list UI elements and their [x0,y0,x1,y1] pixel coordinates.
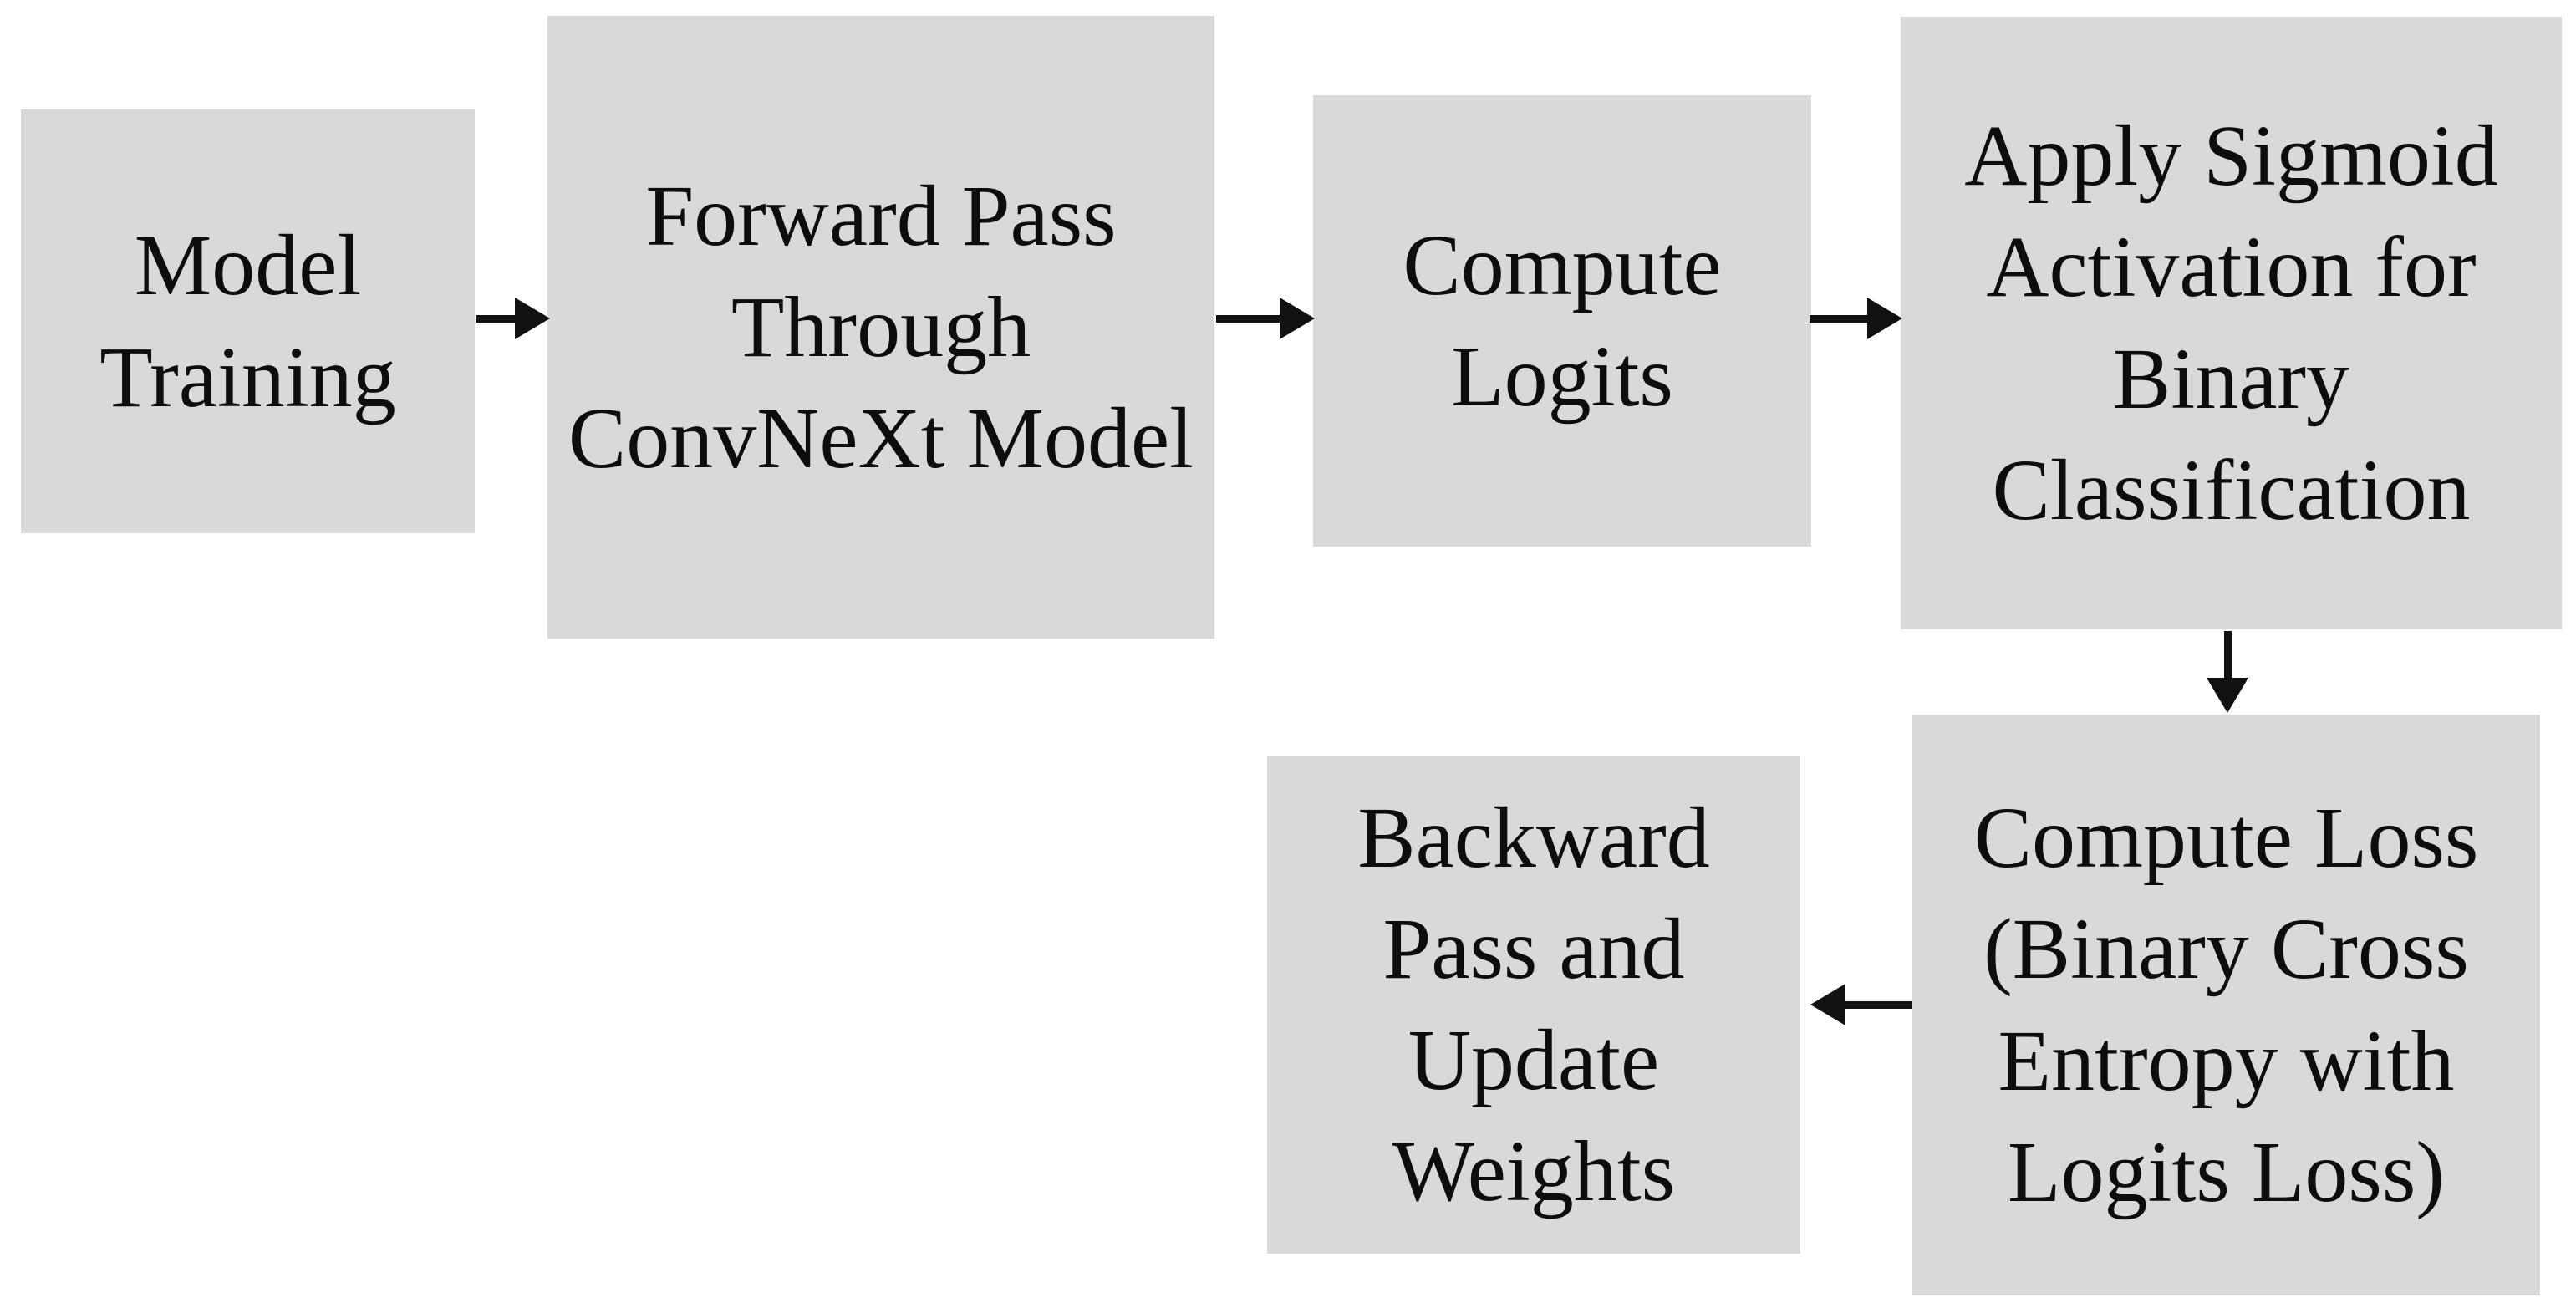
arrow-forward-pass-to-compute-logits [1216,315,1280,323]
arrowhead-down-icon [2207,678,2248,713]
node-apply-sigmoid-activation: Apply Sigmoid Activation for Binary Clas… [1901,17,2562,629]
node-backward-pass-update-weights: Backward Pass and Update Weights [1267,756,1800,1254]
node-compute-loss: Compute Loss (Binary Cross Entropy with … [1912,715,2540,1295]
node-model-training: Model Training [21,109,475,533]
arrowhead-right-icon [1280,298,1315,339]
arrow-compute-loss-to-backward-pass [1845,1001,1912,1009]
node-compute-logits: Compute Logits [1313,95,1811,547]
arrow-model-training-to-forward-pass [476,315,515,323]
node-forward-pass-convnext: Forward Pass Through ConvNeXt Model [547,16,1214,639]
arrowhead-right-icon [515,298,550,339]
arrow-apply-sigmoid-to-compute-loss [2224,631,2232,678]
arrowhead-left-icon [1810,984,1845,1025]
arrow-compute-logits-to-apply-sigmoid [1810,315,1867,323]
arrowhead-right-icon [1867,298,1902,339]
